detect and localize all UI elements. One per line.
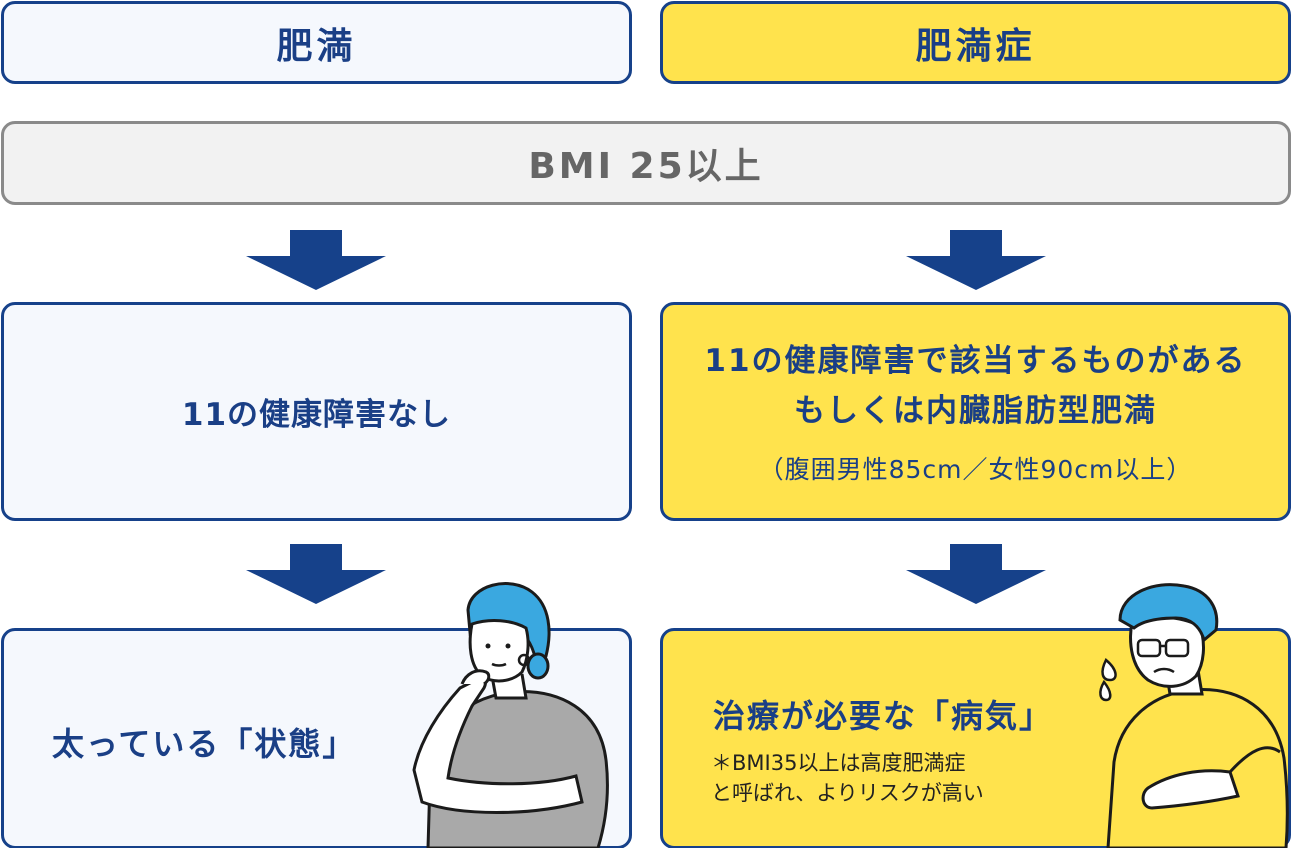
down-arrow-icon: [246, 544, 386, 604]
header-obesity-disease: 肥満症: [660, 1, 1291, 84]
obesity-condition-box: 11の健康障害なし: [1, 302, 632, 521]
high-obesity-note-line2: と呼ばれ、よりリスクが高い: [711, 781, 984, 805]
obesity-disease-condition-detail: （腹囲男性85cm／女性90cm以上）: [758, 455, 1193, 485]
down-arrow-icon: [906, 544, 1046, 604]
obesity-result-text: 太っている「状態」: [52, 725, 357, 763]
high-obesity-note-line1: ＊BMI35以上は高度肥満症: [711, 751, 966, 775]
bmi-criteria-label: BMI 25以上: [528, 146, 764, 187]
thinking-woman-illustration: [412, 582, 609, 848]
obesity-condition-text: 11の健康障害なし: [181, 397, 452, 433]
obesity-disease-condition-line2: もしくは内臓脂肪型肥満: [794, 392, 1157, 429]
sweating-man-illustration: [1099, 583, 1289, 848]
obesity-disease-condition-line1: 11の健康障害で該当するものがある: [704, 342, 1247, 379]
obesity-disease-condition-box: 11の健康障害で該当するものがある もしくは内臓脂肪型肥満 （腹囲男性85cm／…: [660, 302, 1291, 521]
bmi-criteria-bar: BMI 25以上: [1, 121, 1291, 205]
header-obesity-label: 肥満: [276, 25, 357, 67]
obesity-disease-result-text: 治療が必要な「病気」: [713, 697, 1054, 735]
header-obesity: 肥満: [1, 1, 632, 84]
header-obesity-disease-label: 肥満症: [915, 25, 1036, 67]
down-arrow-icon: [906, 230, 1046, 290]
down-arrow-icon: [246, 230, 386, 290]
